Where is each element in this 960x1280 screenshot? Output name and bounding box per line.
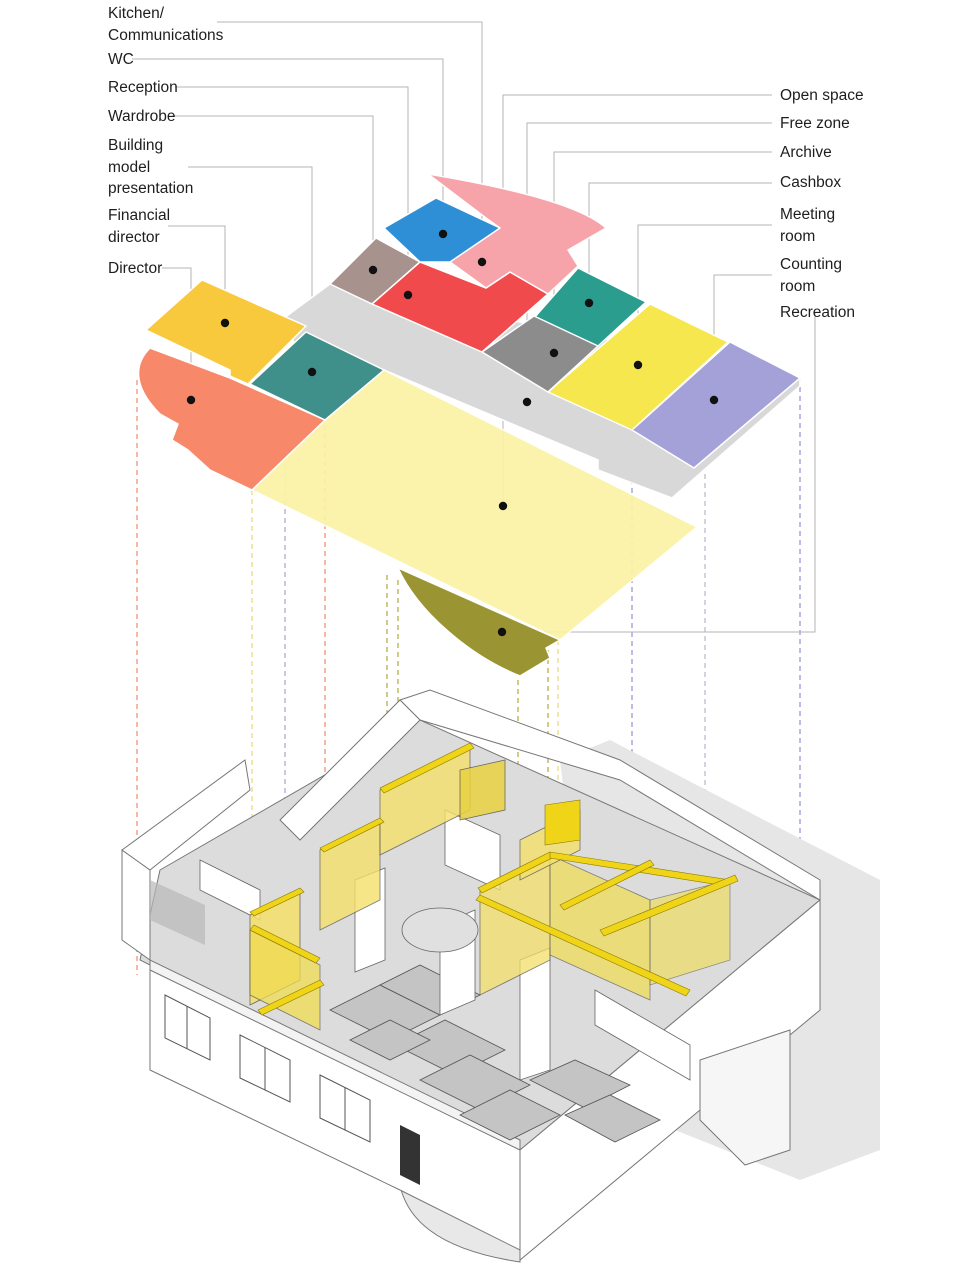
interior-walls [199, 809, 691, 1081]
marker-director [186, 395, 196, 405]
marker-findir [220, 318, 230, 328]
wall-back [399, 689, 821, 901]
label-free-zone: Free zone [780, 115, 850, 132]
marker-openspace [498, 501, 508, 511]
label-cashbox: Cashbox [780, 174, 842, 191]
wall-left-top [121, 759, 251, 871]
marker-counting [709, 395, 719, 405]
leader-cashbox [588, 182, 772, 303]
entrance-door [400, 1125, 420, 1185]
leader-wardrobe [172, 115, 374, 270]
zone-recreation [397, 567, 561, 677]
marker-meeting [633, 360, 643, 370]
marker-model [307, 367, 317, 377]
zone-counting-room [631, 341, 801, 469]
marker-wc [438, 229, 448, 239]
zone-markers [186, 229, 719, 637]
marker-archive [549, 348, 559, 358]
label-meeting-room: Meeting room [780, 206, 836, 245]
yellow-wall-caps [249, 742, 739, 1016]
leader-wc [132, 58, 444, 234]
label-financial-director: Financial director [108, 207, 171, 246]
marker-recreation [497, 627, 507, 637]
label-archive: Archive [780, 144, 832, 161]
label-director: Director [108, 260, 163, 277]
leader-director [162, 267, 192, 400]
front-windows [164, 994, 371, 1143]
label-recreation: Recreation [780, 304, 855, 321]
marker-cashbox [584, 298, 594, 308]
label-wc: WC [108, 51, 134, 68]
label-open-space: Open space [780, 87, 864, 104]
marker-freezone [522, 397, 532, 407]
label-kitchen-communications: Kitchen/ Communications [108, 5, 224, 44]
partition-back-2 [459, 759, 506, 821]
zone-financial-director [145, 279, 307, 385]
zone-kitchen [427, 173, 607, 295]
label-counting-room: Counting room [780, 256, 843, 295]
wall-back-left [279, 699, 421, 841]
desks [329, 964, 661, 1143]
label-wardrobe: Wardrobe [108, 108, 176, 125]
building-model [121, 689, 880, 1263]
zone-archive [481, 315, 599, 393]
wall-right-block [699, 1029, 791, 1166]
marker-wardrobe [368, 265, 378, 275]
zone-building-model [249, 331, 385, 421]
label-building-model-presentation: Building model presentation [108, 137, 194, 197]
label-reception: Reception [108, 79, 178, 96]
zone-director [137, 347, 326, 491]
reception-counter [401, 907, 479, 953]
logo-relief [150, 880, 205, 945]
marker-kitchen [477, 257, 487, 267]
marker-reception [403, 290, 413, 300]
leader-kitchen [217, 21, 483, 262]
zone-plan [137, 173, 801, 677]
leader-recreation [502, 312, 816, 633]
